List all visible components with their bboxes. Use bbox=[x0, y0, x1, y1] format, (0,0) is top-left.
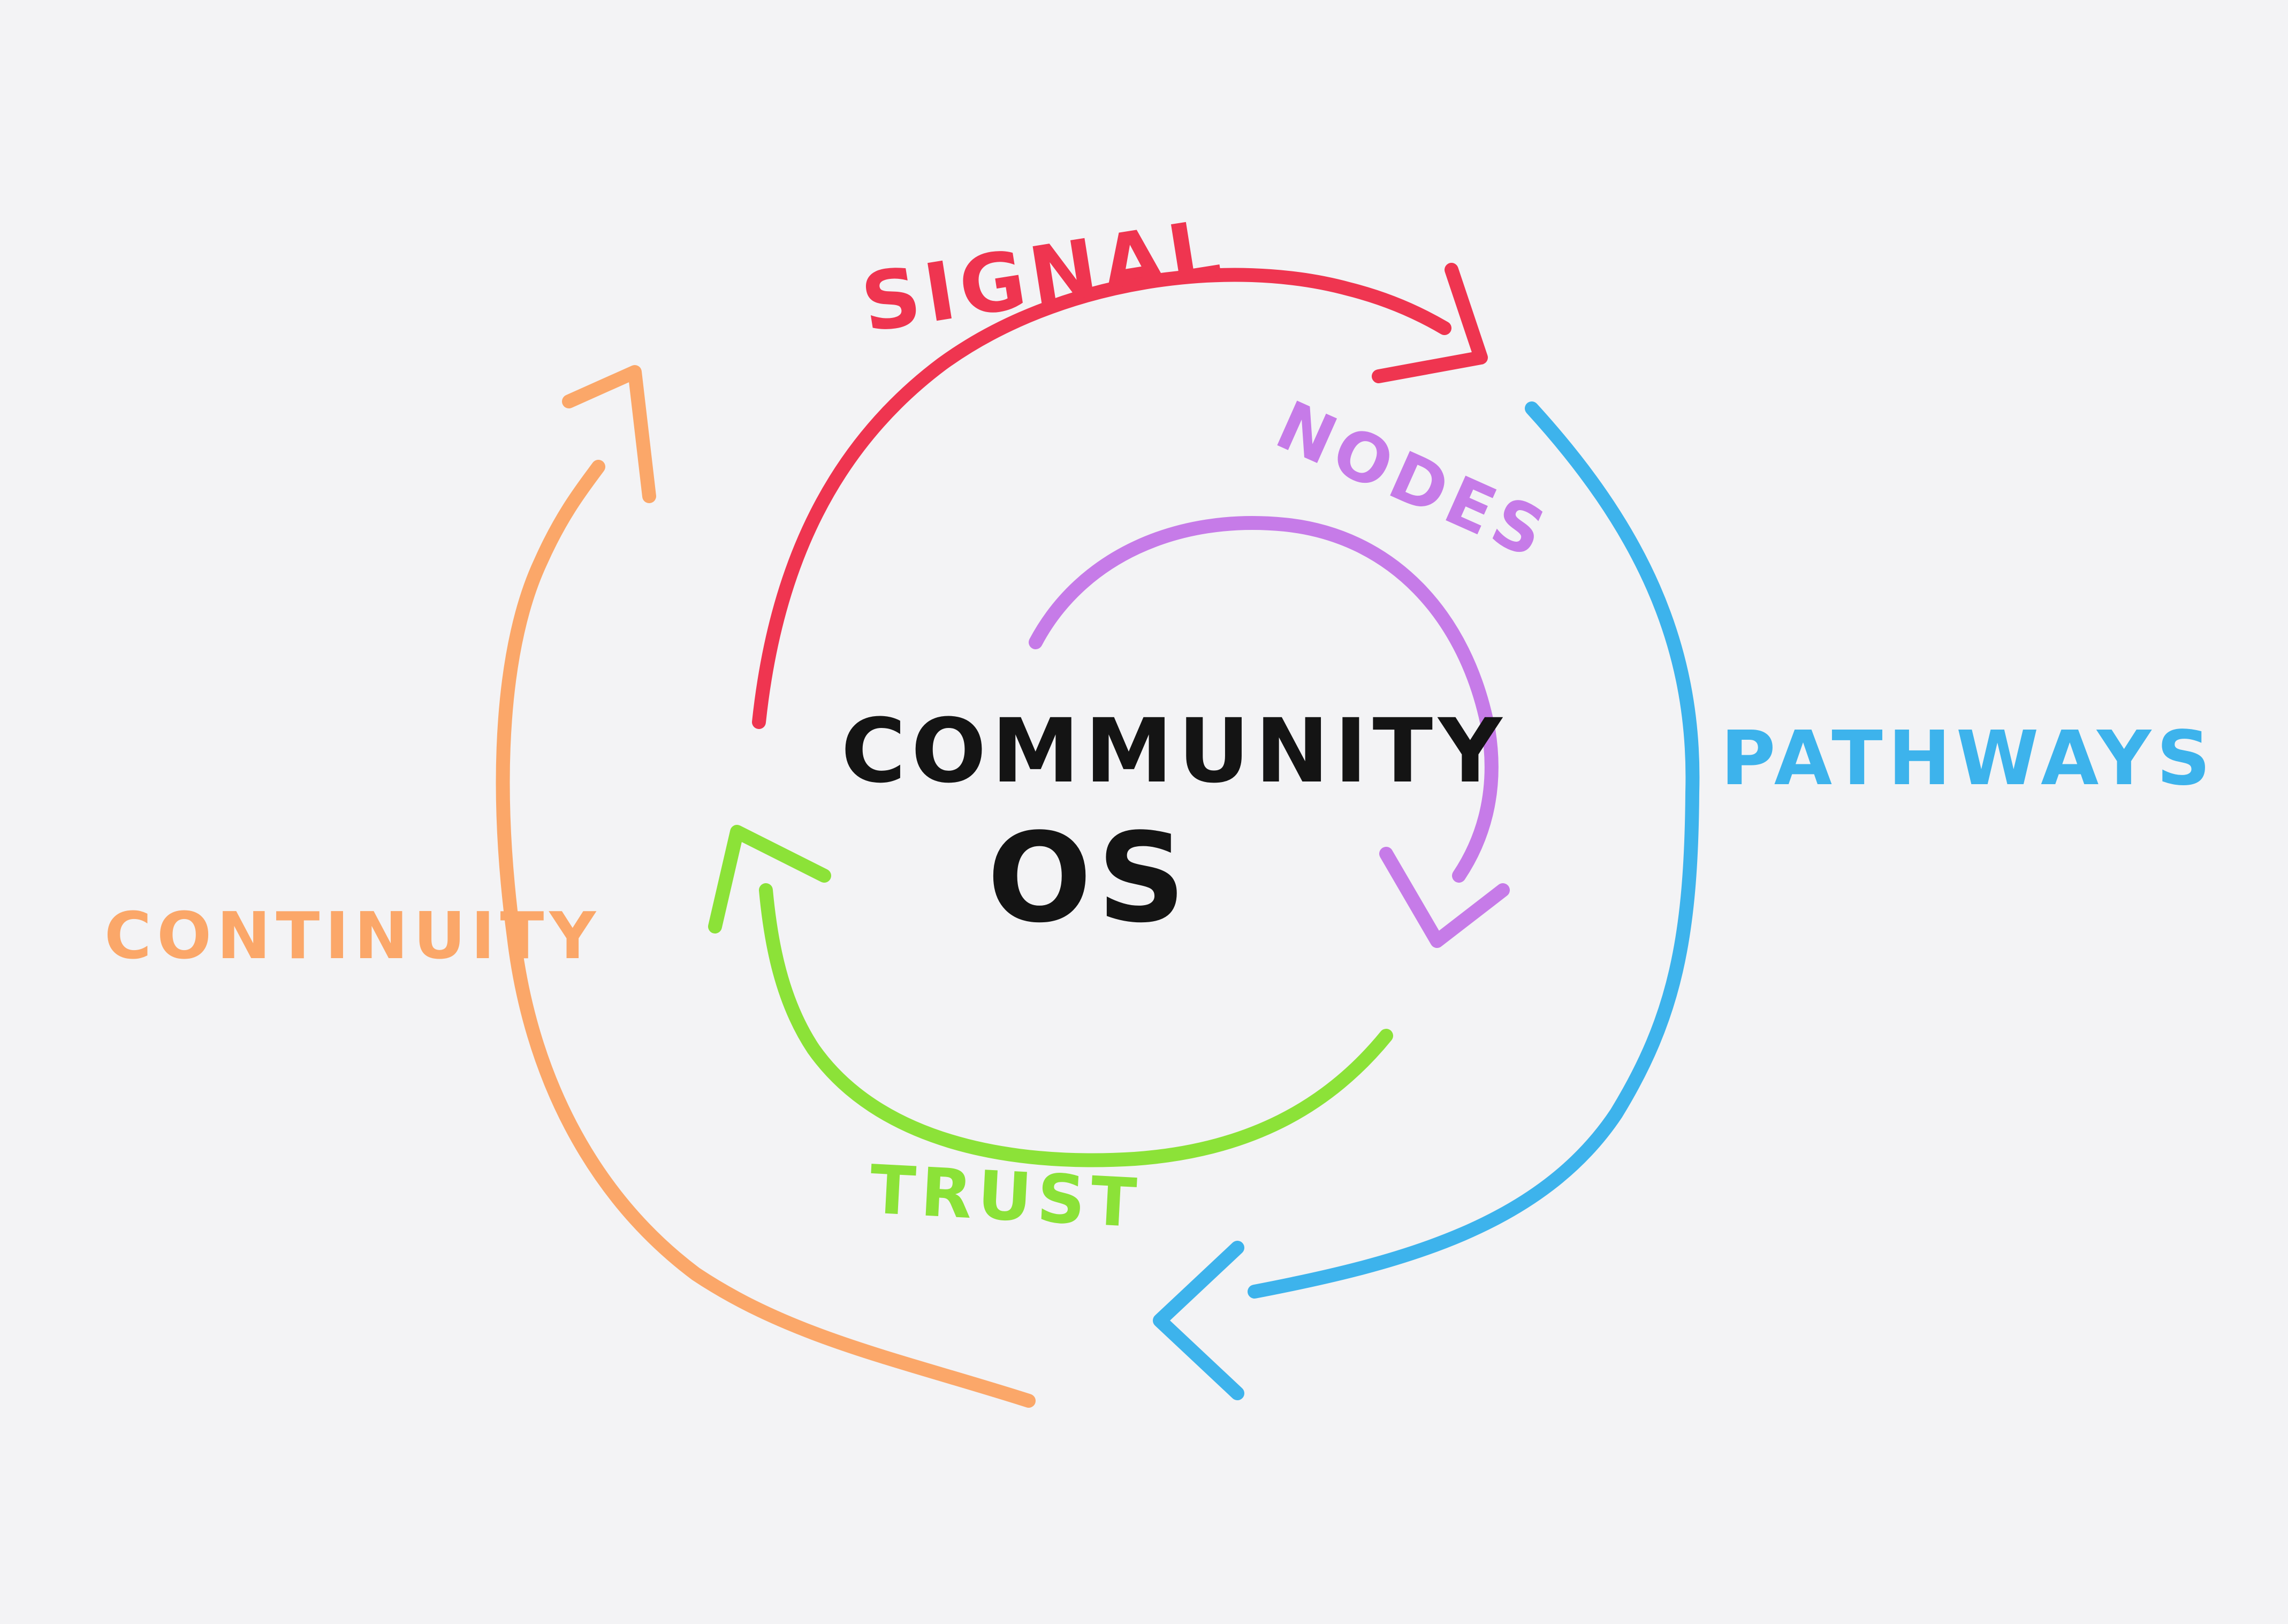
continuity-cycle: CONTINUITY bbox=[104, 365, 1036, 1408]
trust-arrowhead-icon bbox=[708, 825, 831, 934]
nodes-arrowhead-icon bbox=[1379, 847, 1510, 948]
trust-label: TRUST bbox=[868, 1151, 1143, 1242]
continuity-label: CONTINUITY bbox=[104, 899, 601, 974]
nodes-arc bbox=[1029, 516, 1499, 883]
pathways-cycle: PATHWAYS bbox=[1153, 401, 2216, 1400]
trust-arc bbox=[759, 883, 1393, 1167]
center-title-line2: OS bbox=[987, 807, 1191, 950]
pathways-label: PATHWAYS bbox=[1721, 715, 2216, 802]
pathways-arc bbox=[1248, 401, 1700, 1299]
pathways-arrowhead-icon bbox=[1153, 1241, 1244, 1400]
signal-arrowhead-icon bbox=[1372, 263, 1488, 383]
center-title: COMMUNITY OS bbox=[841, 700, 1507, 950]
trust-cycle: TRUST bbox=[708, 825, 1393, 1243]
continuity-arc bbox=[496, 460, 1036, 1408]
continuity-arrowhead-icon bbox=[562, 365, 656, 503]
signal-arc bbox=[752, 268, 1451, 729]
center-title-line1: COMMUNITY bbox=[841, 700, 1507, 802]
